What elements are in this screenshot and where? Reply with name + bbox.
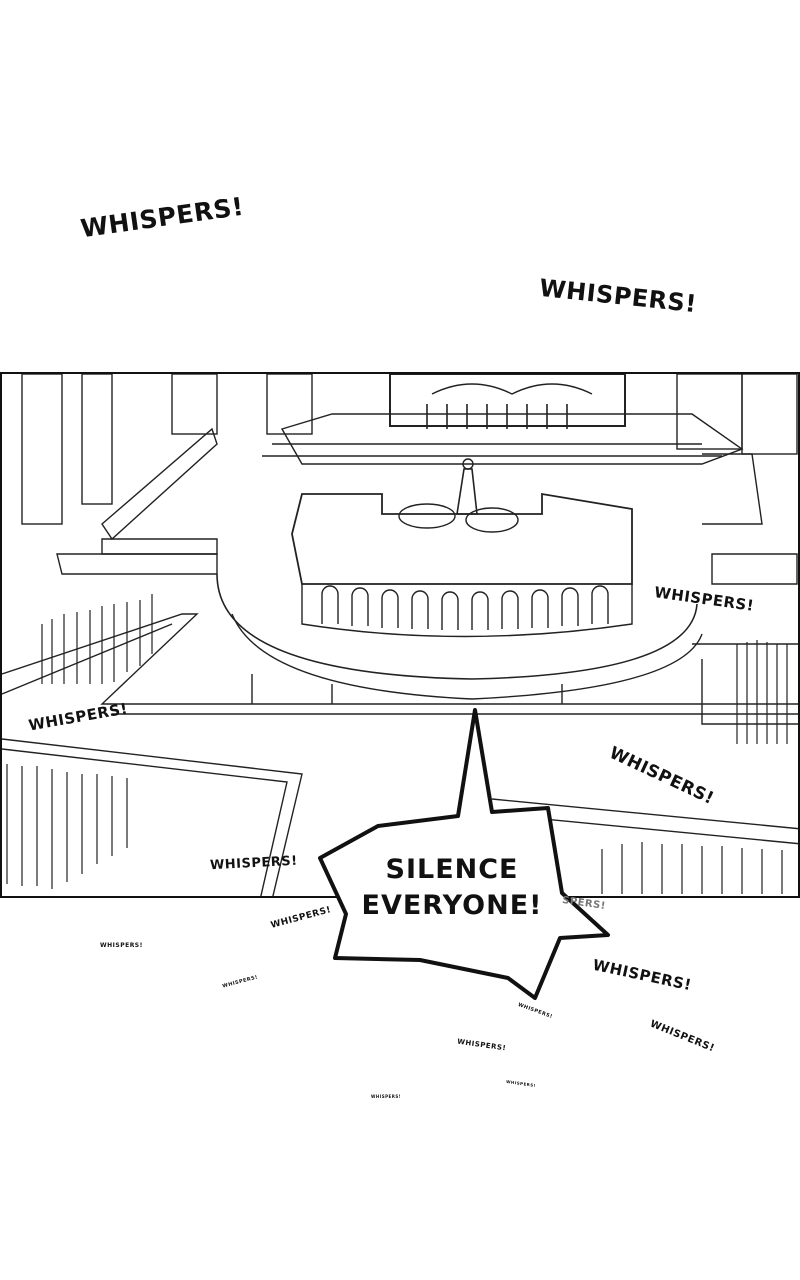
sfx-whispers: WHISPERS!	[100, 942, 143, 949]
hall-illustration	[2, 374, 798, 896]
throne-hall-panel	[0, 372, 800, 898]
speech-line-1: SILENCE	[385, 854, 519, 885]
speech-line-2: EVERYONE!	[361, 890, 543, 921]
speech-text: SILENCE EVERYONE!	[352, 852, 552, 924]
sfx-whispers: WHISPERS!	[371, 1094, 402, 1099]
